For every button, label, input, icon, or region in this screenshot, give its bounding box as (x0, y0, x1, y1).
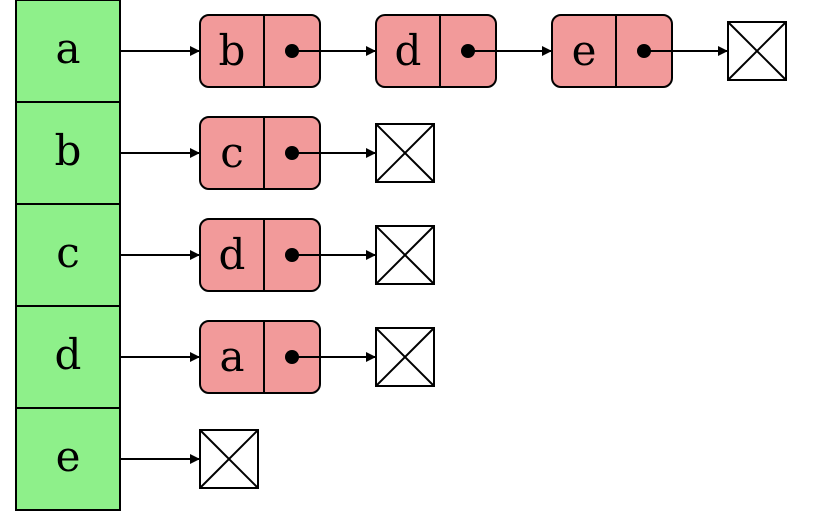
vertex-cell-4: e (15, 407, 121, 511)
vertex-label: d (55, 330, 82, 379)
list-node-label: c (220, 128, 244, 177)
list-node-label: e (572, 26, 597, 75)
adjacency-list-4 (120, 429, 259, 489)
list-node: d (199, 218, 321, 292)
vertex-cell-box (15, 305, 121, 409)
adjacency-list-3: a (120, 320, 435, 394)
null-terminator-2 (375, 225, 435, 285)
vertex-label: c (56, 228, 80, 277)
null-terminator-4 (199, 429, 259, 489)
vertex-cell-box (15, 0, 121, 103)
adjacency-lists: b d e c d a (120, 14, 787, 489)
null-cross-line (727, 21, 787, 81)
vertex-cell-1: b (15, 101, 121, 205)
list-node-label: a (219, 332, 244, 381)
list-node-label: b (219, 26, 246, 75)
vertex-cell-0: a (15, 0, 121, 103)
null-terminator-3 (375, 327, 435, 387)
vertex-label: a (55, 24, 80, 73)
list-node-label: d (395, 26, 422, 75)
list-node: d (375, 14, 497, 88)
null-cross-line (375, 123, 435, 183)
null-cross-line (199, 429, 259, 489)
list-node: c (199, 116, 321, 190)
vertex-cell-2: c (15, 203, 121, 307)
vertex-cell-3: d (15, 305, 121, 409)
list-node-label: d (219, 230, 246, 279)
vertex-cell-box (15, 407, 121, 511)
adjacency-list-2: d (120, 218, 435, 292)
null-terminator-0 (727, 21, 787, 81)
vertex-label: e (56, 432, 81, 481)
vertex-cell-box (15, 101, 121, 205)
adjacency-list-1: c (120, 116, 435, 190)
vertex-label: b (55, 126, 82, 175)
vertex-array: a b c d e (15, 0, 121, 511)
null-cross-line (375, 327, 435, 387)
null-terminator-1 (375, 123, 435, 183)
list-node: e (551, 14, 673, 88)
null-cross-line (375, 225, 435, 285)
